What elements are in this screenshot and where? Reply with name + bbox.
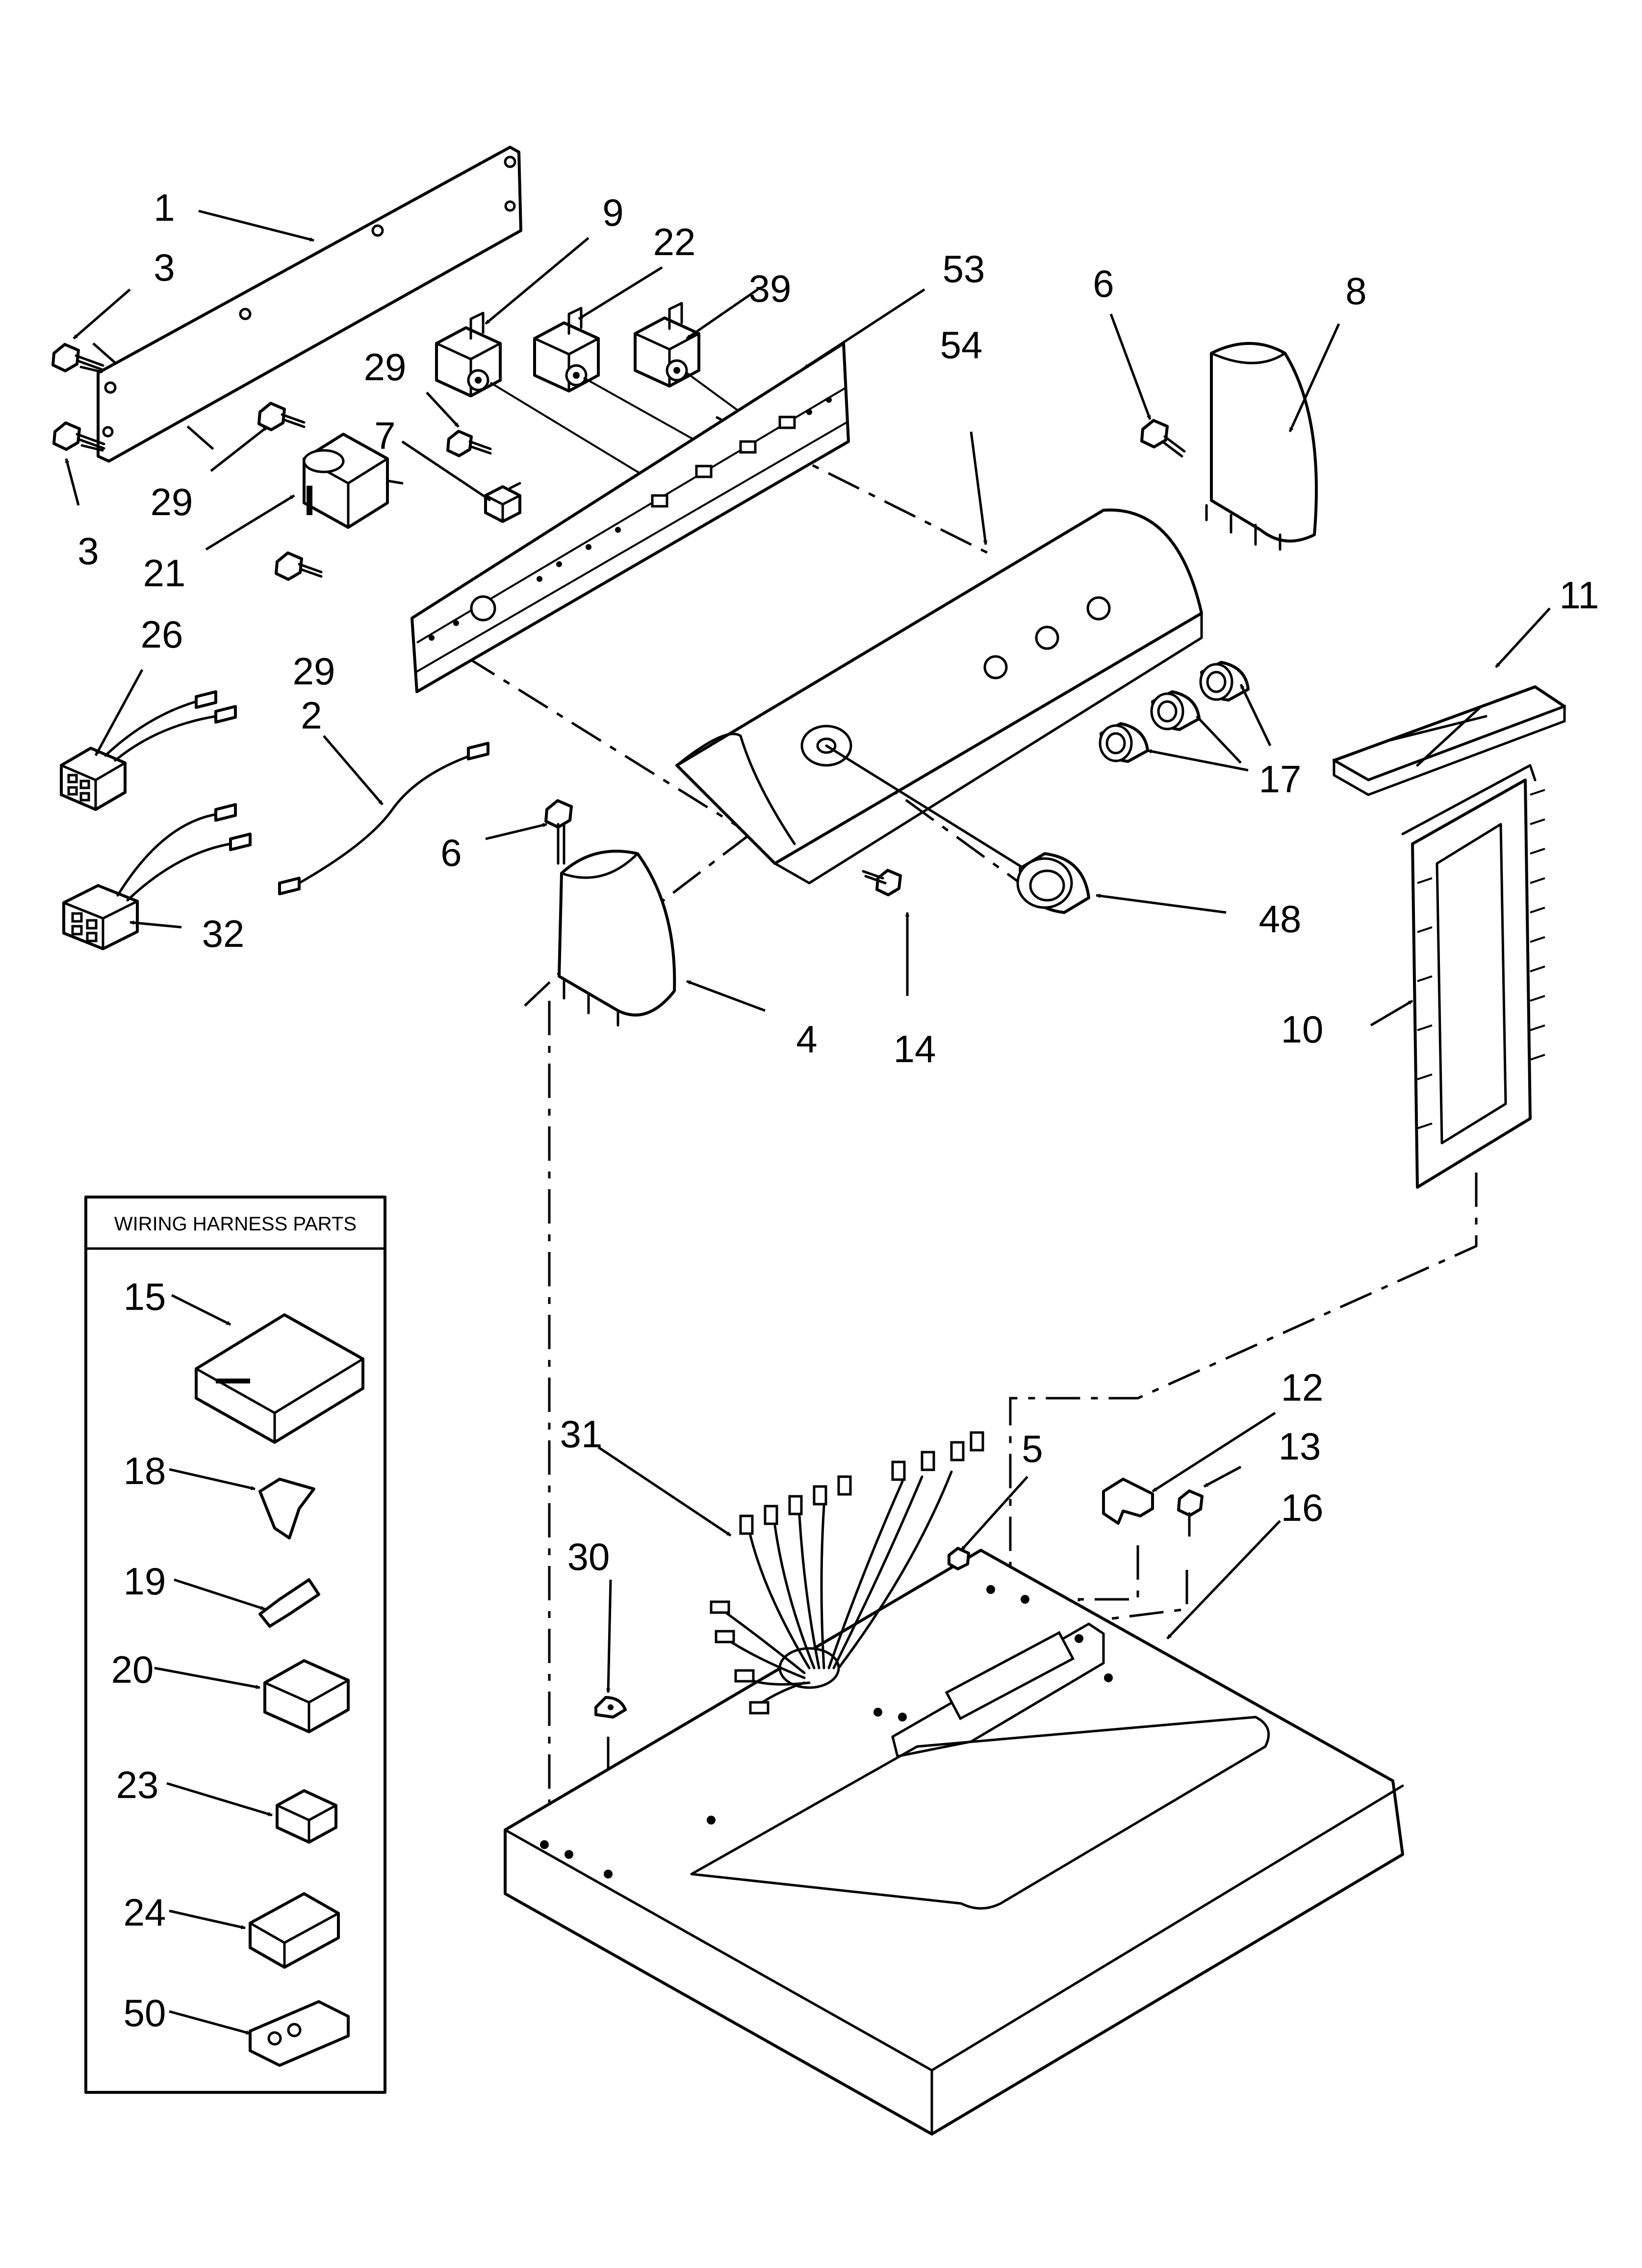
part-15-connector-block [195, 1313, 364, 1444]
callout-labels: 1 3 3 29 29 29 21 7 9 22 39 53 54 6 8 26… [77, 186, 1599, 2034]
part-8-end-cap [1205, 342, 1318, 551]
callout-17: 17 [1259, 757, 1302, 801]
callout-50: 50 [124, 1991, 166, 2034]
callout-54: 54 [940, 323, 983, 366]
callout-5: 5 [1022, 1427, 1043, 1470]
callout-3: 3 [77, 529, 99, 573]
part-54-console [675, 508, 1203, 885]
callout-11: 11 [1560, 574, 1599, 617]
callout-29: 29 [293, 650, 335, 693]
part-11-lint-cover [1333, 685, 1566, 796]
callout-12: 12 [1281, 1366, 1324, 1409]
part-48-knob [1016, 852, 1090, 914]
part-30-clip [594, 1696, 627, 1719]
callout-24: 24 [124, 1891, 166, 1934]
part-1-rear-panel [97, 146, 522, 463]
part-13-screw [1177, 1489, 1204, 1537]
leader-lines [65, 209, 1551, 2035]
part-4-end-cap [558, 850, 676, 1027]
callout-14: 14 [894, 1027, 936, 1070]
part-17-knob-b [1150, 690, 1201, 731]
callout-22: 22 [653, 220, 696, 263]
part-31-wiring-bundle [710, 1431, 984, 1715]
callout-21: 21 [143, 551, 186, 595]
callout-16: 16 [1281, 1486, 1324, 1529]
callout-48: 48 [1259, 897, 1302, 940]
callout-15: 15 [124, 1275, 166, 1318]
callout-6: 6 [1093, 262, 1114, 305]
part-22-switch [533, 307, 600, 392]
part-53-control-bracket [410, 342, 850, 693]
part-6-screw-right [1140, 419, 1186, 458]
callout-7: 7 [374, 414, 395, 457]
callout-13: 13 [1279, 1425, 1321, 1468]
part-6-screw-left [544, 799, 573, 865]
part-26-harness [60, 690, 237, 811]
callout-8: 8 [1345, 269, 1366, 313]
callout-10: 10 [1281, 1008, 1324, 1051]
part-21-timer [303, 433, 404, 529]
part-29-screw-a [257, 402, 306, 431]
callout-9: 9 [602, 191, 623, 234]
part-17-knob-c [1099, 722, 1149, 763]
part-17-knob-a [1199, 661, 1250, 702]
part-18-clip [258, 1478, 315, 1539]
part-32-harness [62, 803, 252, 950]
callout-29: 29 [364, 345, 407, 389]
callout-39: 39 [749, 267, 792, 310]
callout-32: 32 [202, 912, 245, 955]
callout-29: 29 [151, 480, 193, 523]
part-23-connector [276, 1789, 337, 1844]
callout-20: 20 [111, 1648, 154, 1691]
callout-30: 30 [567, 1535, 610, 1578]
part-5-screw [948, 1547, 970, 1570]
part-19-terminal [258, 1578, 320, 1628]
callout-31: 31 [560, 1412, 603, 1456]
callout-3: 3 [154, 246, 175, 289]
part-2-wire [278, 742, 489, 895]
inset-title: WIRING HARNESS PARTS [114, 1213, 357, 1235]
part-9-switch [435, 312, 502, 397]
part-24-connector [249, 1892, 340, 1969]
part-29-screw-c [275, 551, 323, 581]
part-16-top-panel [504, 1549, 1404, 2136]
callout-19: 19 [124, 1560, 166, 1603]
wiring-harness-parts-inset: WIRING HARNESS PARTS [84, 1196, 386, 2094]
callout-1: 1 [154, 186, 175, 229]
callout-53: 53 [943, 247, 985, 290]
part-3-screw-upper [51, 343, 104, 373]
callout-26: 26 [141, 613, 183, 656]
part-39-switch [634, 302, 700, 388]
callout-6: 6 [440, 831, 462, 874]
part-14-screw [862, 869, 902, 896]
part-12-bracket [1102, 1478, 1154, 1525]
callout-18: 18 [124, 1449, 166, 1492]
part-7-switch [484, 482, 521, 523]
callout-23: 23 [116, 1763, 159, 1806]
part-3-screw-lower [52, 421, 105, 452]
part-20-connector [263, 1659, 350, 1733]
callout-2: 2 [301, 694, 322, 737]
part-50-connector [249, 2000, 350, 2067]
part-29-screw-b [446, 430, 492, 457]
part-10-lint-screen [1401, 764, 1545, 1189]
callout-4: 4 [796, 1017, 817, 1061]
